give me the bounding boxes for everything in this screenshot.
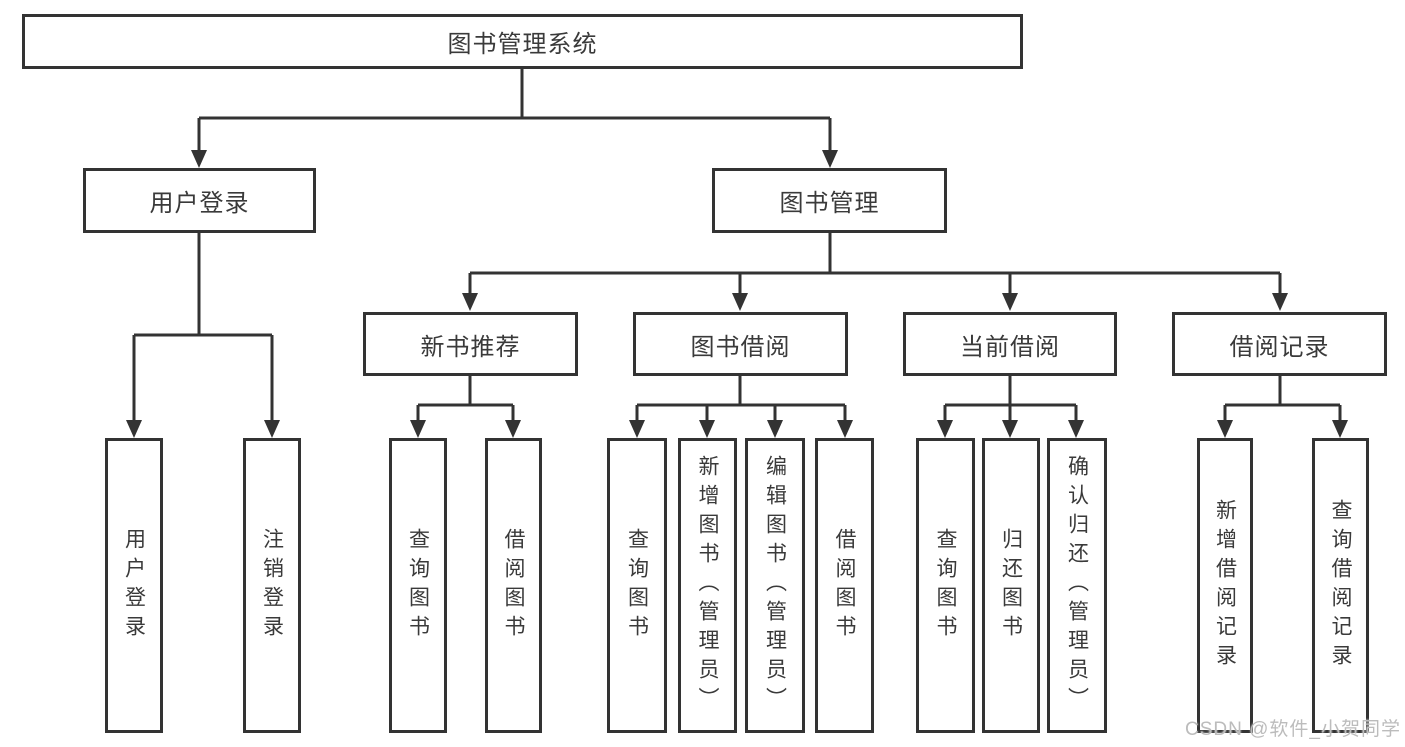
node-label: 查询图书	[934, 527, 957, 644]
node-label: 借阅记录	[1229, 333, 1330, 361]
leaf-record-query-borrow-record: 查询借阅记录	[1312, 438, 1369, 733]
node-label: 确认归还（管理员）	[1065, 455, 1089, 716]
node-new-book-recommend: 新书推荐	[363, 312, 578, 376]
node-label: 图书借阅	[690, 333, 791, 361]
leaf-borrow-add-book-admin: 新增图书（管理员）	[678, 438, 737, 733]
node-label: 新书推荐	[420, 333, 521, 361]
node-label: 用户登录	[122, 527, 146, 644]
leaf-borrow-query-book: 查询图书	[607, 438, 667, 733]
node-book-borrow: 图书借阅	[633, 312, 848, 376]
node-label: 图书管理	[779, 190, 880, 217]
node-current-borrow: 当前借阅	[903, 312, 1117, 376]
node-label: 查询图书	[406, 527, 430, 644]
leaf-recommend-borrow-book: 借阅图书	[485, 438, 542, 733]
node-book-management: 图书管理	[712, 168, 947, 233]
csdn-watermark: CSDN @软件_小贺同学	[1185, 719, 1401, 740]
node-label: 注销登录	[260, 527, 284, 644]
leaf-logout: 注销登录	[243, 438, 301, 733]
node-label: 归还图书	[999, 527, 1023, 644]
leaf-current-return-book: 归还图书	[982, 438, 1040, 733]
node-label: 新增图书（管理员）	[696, 455, 719, 716]
node-label: 图书管理系统	[447, 31, 598, 58]
leaf-borrow-borrow-book: 借阅图书	[815, 438, 874, 733]
node-label: 编辑图书（管理员）	[763, 455, 787, 716]
leaf-current-query-book: 查询图书	[916, 438, 975, 733]
leaf-borrow-edit-book-admin: 编辑图书（管理员）	[745, 438, 805, 733]
node-library-system: 图书管理系统	[22, 14, 1023, 69]
node-user-login: 用户登录	[83, 168, 316, 233]
node-label: 查询图书	[625, 527, 649, 644]
node-label: 借阅图书	[833, 527, 856, 644]
node-label: 借阅图书	[502, 527, 525, 644]
node-borrow-record: 借阅记录	[1172, 312, 1387, 376]
leaf-recommend-query-book: 查询图书	[389, 438, 447, 733]
node-label: 查询借阅记录	[1329, 498, 1352, 673]
node-label: 用户登录	[149, 190, 250, 217]
node-label: 当前借阅	[960, 333, 1060, 361]
leaf-record-add-borrow-record: 新增借阅记录	[1197, 438, 1253, 733]
leaf-user-login: 用户登录	[105, 438, 163, 733]
leaf-current-confirm-return-admin: 确认归还（管理员）	[1047, 438, 1107, 733]
node-label: 新增借阅记录	[1213, 498, 1237, 673]
